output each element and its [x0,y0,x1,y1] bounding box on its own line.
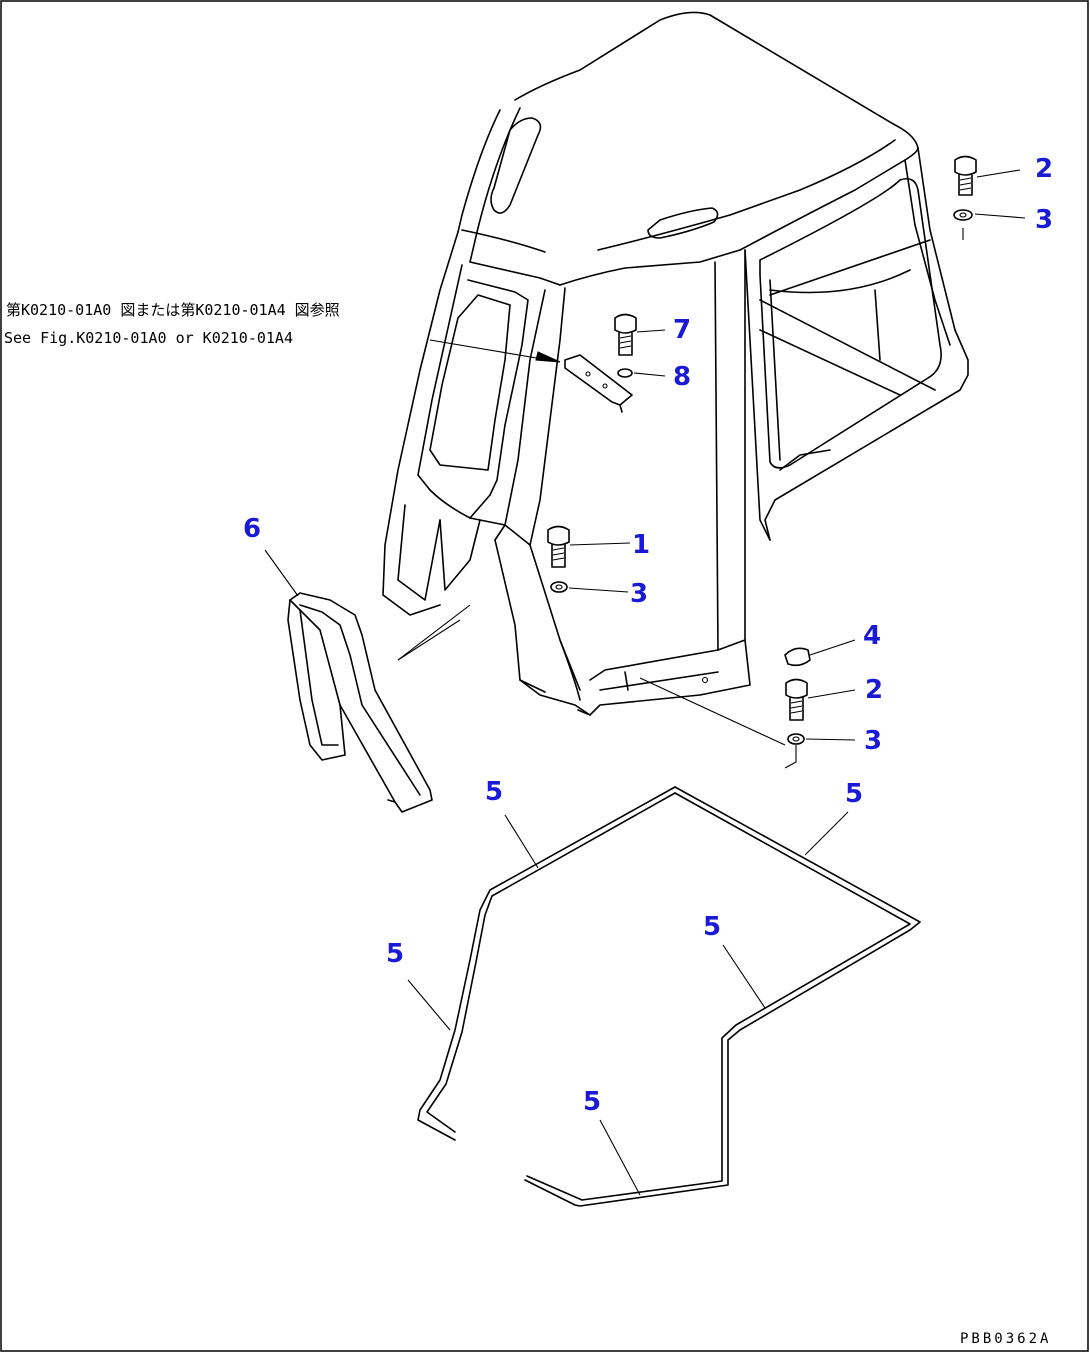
mount-bracket [564,354,633,413]
washer-center-upper [617,368,633,378]
washer-center-lower [550,581,568,593]
cap-plug [784,647,811,667]
callout-4: 4 [863,621,881,651]
reference-note-en: See Fig.K0210-01A0 or K0210-01A4 [4,329,293,347]
frame-leader [639,677,786,746]
bolt-center-lower [547,525,570,568]
callout-6: 6 [243,514,261,544]
callout-1: 1 [632,530,650,560]
callout-7: 7 [673,315,691,345]
callout-5-b: 5 [845,779,863,809]
washer-top-right [953,209,973,240]
callout-8: 8 [673,362,691,392]
reference-note-jp: 第K0210-01A0 図または第K0210-01A4 図参照 [6,301,340,319]
bolt-center-upper [614,313,637,356]
cab-body [382,11,969,716]
callout-3-low: 3 [864,726,882,756]
drawing-code: PBB0362A [960,1331,1051,1347]
callout-3-mid: 3 [630,579,648,609]
callout-3-top: 3 [1035,205,1053,235]
bolt-lower-right [785,678,808,721]
bolt-top-right [954,155,977,196]
callout-2-top: 2 [1035,154,1053,184]
callout-5-e: 5 [583,1087,601,1117]
corner-seal [287,592,433,813]
callout-5-d: 5 [386,939,404,969]
weather-seal-strip [417,786,921,1207]
callout-2-low: 2 [865,675,883,705]
leader-lines [264,169,1026,1196]
callout-5-c: 5 [703,912,721,942]
washer-lower-right [784,733,805,769]
callout-5-a: 5 [485,777,503,807]
